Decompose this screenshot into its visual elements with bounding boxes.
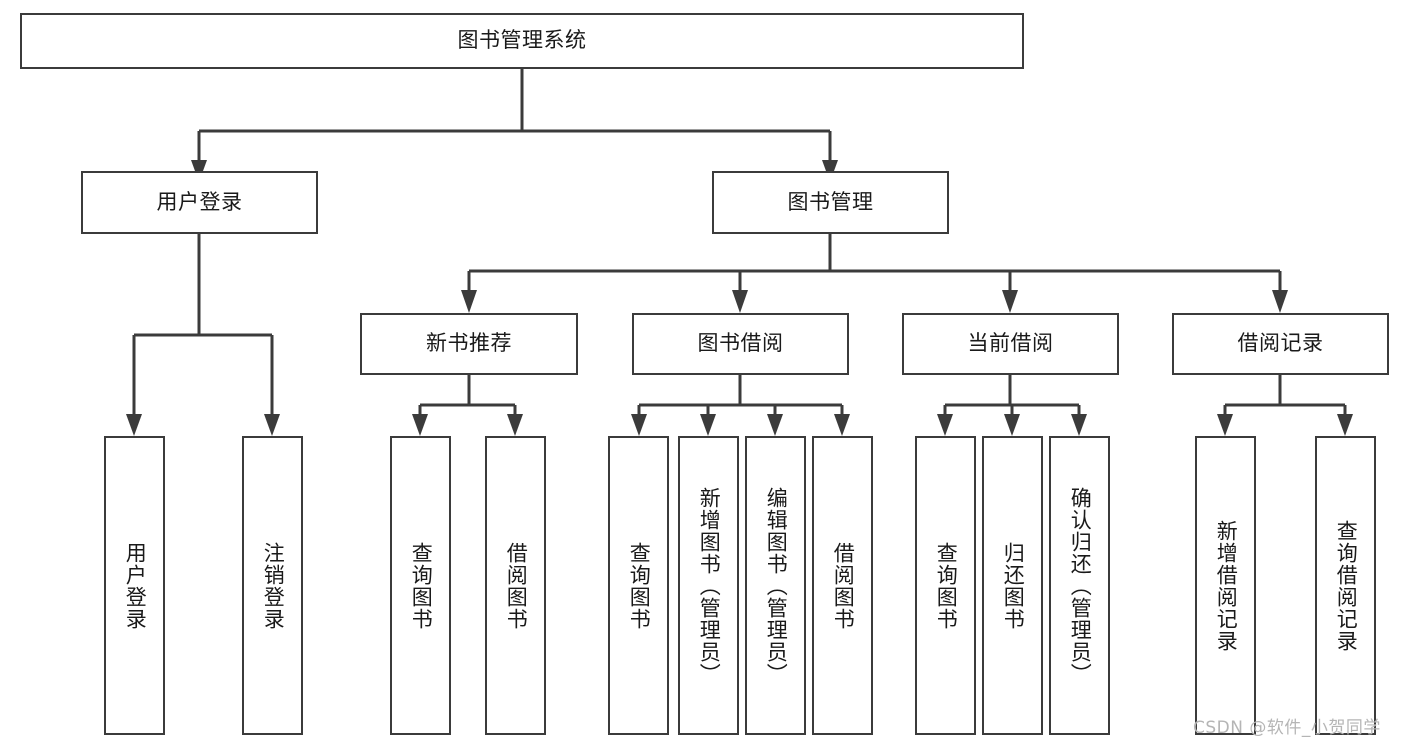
node-current-borrow[interactable]: 当前借阅 — [902, 313, 1119, 375]
node-label: 确认归还（管理员） — [1068, 486, 1093, 685]
leaf-book-borrow-borrow[interactable]: 借阅图书 — [812, 436, 873, 735]
node-label: 归还图书 — [1001, 541, 1026, 630]
leaf-new-book-borrow[interactable]: 借阅图书 — [485, 436, 546, 735]
node-label: 借阅图书 — [831, 541, 856, 630]
node-label: 借阅记录 — [1237, 331, 1324, 356]
node-label: 查询图书 — [627, 541, 652, 630]
node-label: 借阅图书 — [504, 541, 529, 630]
node-label: 当前借阅 — [967, 331, 1054, 356]
leaf-book-borrow-query[interactable]: 查询图书 — [608, 436, 669, 735]
node-label: 用户登录 — [123, 541, 148, 630]
leaf-current-borrow-confirm-return[interactable]: 确认归还（管理员） — [1049, 436, 1110, 735]
leaf-new-book-query[interactable]: 查询图书 — [390, 436, 451, 735]
node-label: 新增图书（管理员） — [697, 486, 722, 685]
leaf-current-borrow-return[interactable]: 归还图书 — [982, 436, 1043, 735]
node-user-login[interactable]: 用户登录 — [81, 171, 318, 234]
leaf-borrow-record-query[interactable]: 查询借阅记录 — [1315, 436, 1376, 735]
leaf-user-login-login[interactable]: 用户登录 — [104, 436, 165, 735]
leaf-borrow-record-add[interactable]: 新增借阅记录 — [1195, 436, 1256, 735]
node-label: 查询图书 — [934, 541, 959, 630]
node-borrow-record[interactable]: 借阅记录 — [1172, 313, 1389, 375]
node-label: 图书管理 — [787, 189, 874, 214]
leaf-book-borrow-add[interactable]: 新增图书（管理员） — [678, 436, 739, 735]
node-label: 新书推荐 — [426, 331, 512, 356]
node-label: 图书借阅 — [697, 331, 784, 356]
leaf-user-login-logout[interactable]: 注销登录 — [242, 436, 303, 735]
node-label: 查询图书 — [409, 541, 434, 630]
node-book-borrow[interactable]: 图书借阅 — [632, 313, 849, 375]
leaf-book-borrow-edit[interactable]: 编辑图书（管理员） — [745, 436, 806, 735]
node-label: 注销登录 — [261, 541, 286, 630]
leaf-current-borrow-query[interactable]: 查询图书 — [915, 436, 976, 735]
node-label: 图书管理系统 — [457, 28, 587, 53]
node-label: 编辑图书（管理员） — [764, 486, 789, 685]
node-label: 用户登录 — [156, 189, 243, 214]
node-new-book-recommend[interactable]: 新书推荐 — [360, 313, 578, 375]
node-label: 查询借阅记录 — [1334, 519, 1359, 652]
node-root-book-management-system[interactable]: 图书管理系统 — [20, 13, 1024, 69]
node-label: 新增借阅记录 — [1214, 519, 1239, 652]
node-book-management[interactable]: 图书管理 — [712, 171, 949, 234]
